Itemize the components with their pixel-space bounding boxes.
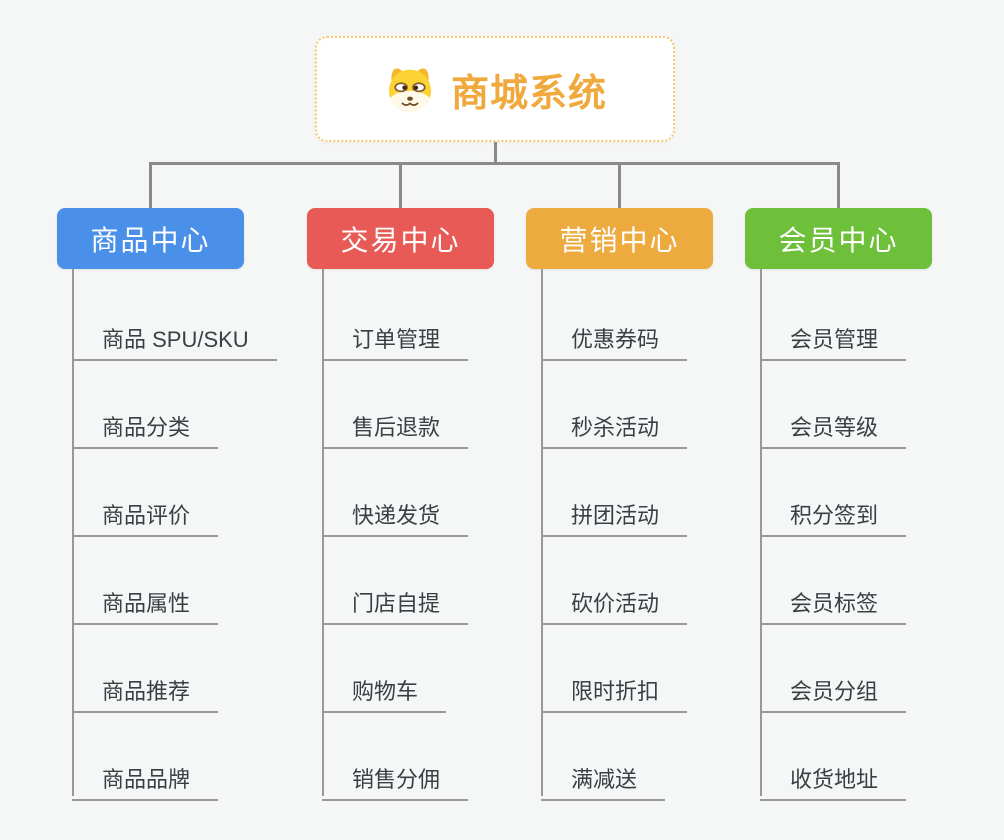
leaf-node[interactable]: 商品属性 bbox=[72, 578, 219, 625]
leaf-node[interactable]: 满减送 bbox=[541, 754, 666, 801]
connector-root-stub bbox=[493, 140, 497, 165]
leaf-node[interactable]: 优惠券码 bbox=[541, 314, 688, 361]
connector-bus bbox=[149, 162, 840, 165]
leaf-node[interactable]: 积分签到 bbox=[760, 490, 907, 537]
leaf-node[interactable]: 快递发货 bbox=[322, 490, 469, 537]
doge-icon bbox=[388, 68, 432, 112]
connector-drop-1 bbox=[149, 162, 152, 208]
leaf-node[interactable]: 订单管理 bbox=[322, 314, 469, 361]
root-title: 商城系统 bbox=[450, 72, 607, 115]
branch-node-3[interactable]: 营销中心 bbox=[526, 208, 713, 269]
leaf-node[interactable]: 销售分佣 bbox=[322, 754, 469, 801]
leaf-node[interactable]: 收货地址 bbox=[760, 754, 907, 801]
leaf-node[interactable]: 会员管理 bbox=[760, 314, 907, 361]
leaf-node[interactable]: 拼团活动 bbox=[541, 490, 688, 537]
leaf-node[interactable]: 砍价活动 bbox=[541, 578, 688, 625]
branch-trunk-line bbox=[72, 269, 74, 796]
leaf-node[interactable]: 会员分组 bbox=[760, 666, 907, 713]
connector-drop-2 bbox=[399, 162, 402, 208]
leaf-node[interactable]: 商品评价 bbox=[72, 490, 219, 537]
leaf-node[interactable]: 售后退款 bbox=[322, 402, 469, 449]
leaf-node[interactable]: 秒杀活动 bbox=[541, 402, 688, 449]
leaf-node[interactable]: 购物车 bbox=[322, 666, 447, 713]
leaf-node[interactable]: 商品推荐 bbox=[72, 666, 219, 713]
branch-trunk-line bbox=[541, 269, 543, 796]
leaf-node[interactable]: 会员等级 bbox=[760, 402, 907, 449]
connector-drop-3 bbox=[618, 162, 621, 208]
branch-trunk-line bbox=[760, 269, 762, 796]
branch-node-4[interactable]: 会员中心 bbox=[745, 208, 932, 269]
branch-node-2[interactable]: 交易中心 bbox=[307, 208, 494, 269]
connector-drop-4 bbox=[837, 162, 840, 208]
branch-trunk-line bbox=[322, 269, 324, 796]
leaf-node[interactable]: 商品分类 bbox=[72, 402, 219, 449]
leaf-node[interactable]: 会员标签 bbox=[760, 578, 907, 625]
leaf-node[interactable]: 门店自提 bbox=[322, 578, 469, 625]
leaf-node[interactable]: 商品品牌 bbox=[72, 754, 219, 801]
root-node[interactable]: 商城系统 bbox=[315, 36, 675, 142]
leaf-node[interactable]: 限时折扣 bbox=[541, 666, 688, 713]
branch-node-1[interactable]: 商品中心 bbox=[57, 208, 244, 269]
leaf-node[interactable]: 商品 SPU/SKU bbox=[72, 314, 277, 361]
